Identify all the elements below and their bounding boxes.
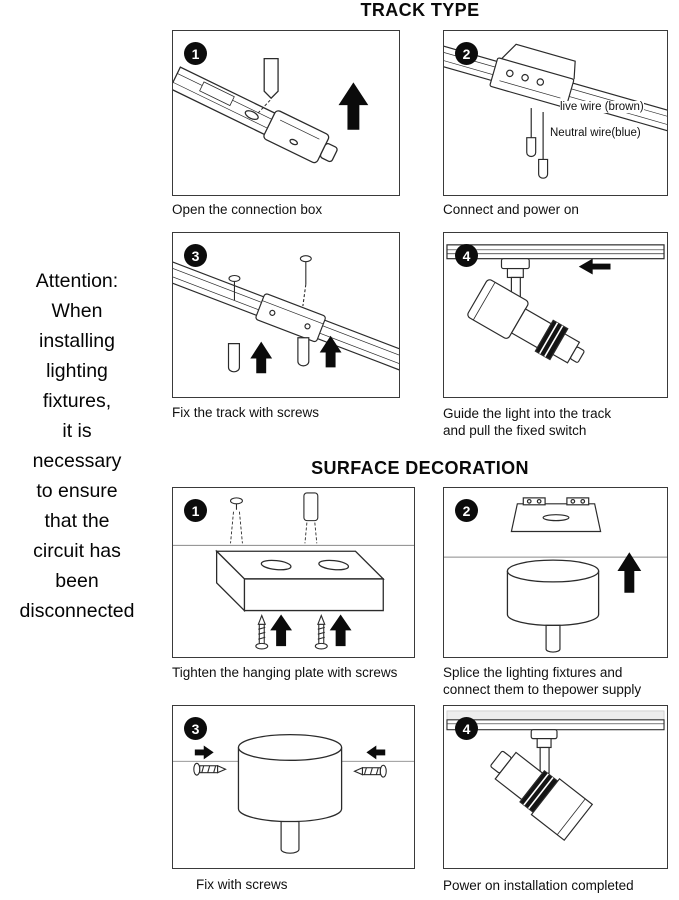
- live-wire-label: live wire (brown): [560, 101, 644, 113]
- caption-step: Tighten the hanging plate with screws: [172, 665, 398, 680]
- panel-track-step-1: 1: [172, 30, 400, 196]
- arrow-up-icon: [319, 335, 342, 368]
- section-title-surface-decoration: SURFACE DECORATION: [311, 458, 529, 478]
- step-number-badge: 3: [184, 717, 207, 740]
- arrow-left-icon: [578, 258, 611, 275]
- caption-step: Power on installation completed: [443, 878, 634, 893]
- track-adapter: [500, 258, 530, 304]
- anchor-bolt: [229, 497, 243, 544]
- panel-track-step-4: 4: [443, 232, 668, 398]
- connector-sleeve: [303, 492, 319, 544]
- screw-icon: [353, 764, 387, 778]
- panel-track-step-2: 2 live wire (brown) Neutral wire(blue: [443, 30, 668, 196]
- illustration-fix-track: [173, 255, 399, 374]
- step-number-badge: 2: [455, 42, 478, 65]
- step-number-badge: 3: [184, 244, 207, 267]
- screw-icon: [314, 613, 328, 650]
- panel-surface-step-2: 2: [443, 487, 668, 658]
- canopy-drum: [506, 559, 600, 627]
- caption-step: Splice the lighting fixtures and connect…: [443, 665, 642, 697]
- step-number-badge: 4: [455, 717, 478, 740]
- panel-surface-step-3: 3: [172, 705, 415, 869]
- screw-icon: [255, 613, 269, 650]
- illustration-hanging-plate: [173, 492, 414, 650]
- screw-icon: [193, 762, 227, 776]
- stem: [545, 624, 561, 653]
- panel-surface-step-1: 1: [172, 487, 415, 658]
- step-number-badge: 1: [184, 42, 207, 65]
- panel-track-step-3: 3: [172, 232, 400, 398]
- anchor-pins: [227, 337, 310, 373]
- caption-step: Fix the track with screws: [172, 405, 320, 420]
- illustration-open-connection-box: [173, 58, 369, 164]
- step-number-badge: 4: [455, 244, 478, 267]
- step-number-badge: 1: [184, 499, 207, 522]
- arrow-up-icon: [338, 82, 369, 130]
- illustration-fix-canopy: [173, 734, 414, 854]
- canopy-drum: [237, 734, 343, 823]
- arrow-right-icon: [194, 745, 214, 760]
- arrow-left-icon: [366, 745, 386, 760]
- spotlight: [467, 279, 585, 364]
- track-adapter: [530, 729, 558, 774]
- screw-icon: [228, 274, 241, 301]
- spotlight: [490, 750, 594, 842]
- mounting-bracket: [510, 497, 602, 533]
- arrow-up-icon: [329, 614, 352, 647]
- hanging-wires: [526, 108, 549, 179]
- illustration-splice-fixture: [444, 497, 667, 653]
- hanging-plate: [215, 549, 385, 613]
- screw-icon: [299, 255, 312, 307]
- arrow-up-icon: [617, 552, 642, 593]
- caption-step: Open the connection box: [172, 202, 323, 217]
- caption-step: Connect and power on: [443, 202, 579, 217]
- caption-step: Fix with screws: [196, 877, 288, 892]
- illustration-completed: [446, 710, 665, 842]
- connector-pin: [255, 58, 279, 116]
- panel-surface-step-4: 4: [443, 705, 668, 869]
- arrow-up-icon: [250, 341, 273, 374]
- arrow-up-icon: [270, 614, 293, 647]
- illustration-guide-light: [446, 244, 665, 364]
- neutral-wire-label: Neutral wire(blue): [550, 127, 641, 139]
- attention-note: Attention: When installing lighting fixt…: [19, 270, 135, 622]
- stem: [280, 820, 300, 854]
- caption-step: Guide the light into the track and pull …: [443, 406, 612, 438]
- section-title-track-type: TRACK TYPE: [360, 0, 480, 20]
- step-number-badge: 2: [455, 499, 478, 522]
